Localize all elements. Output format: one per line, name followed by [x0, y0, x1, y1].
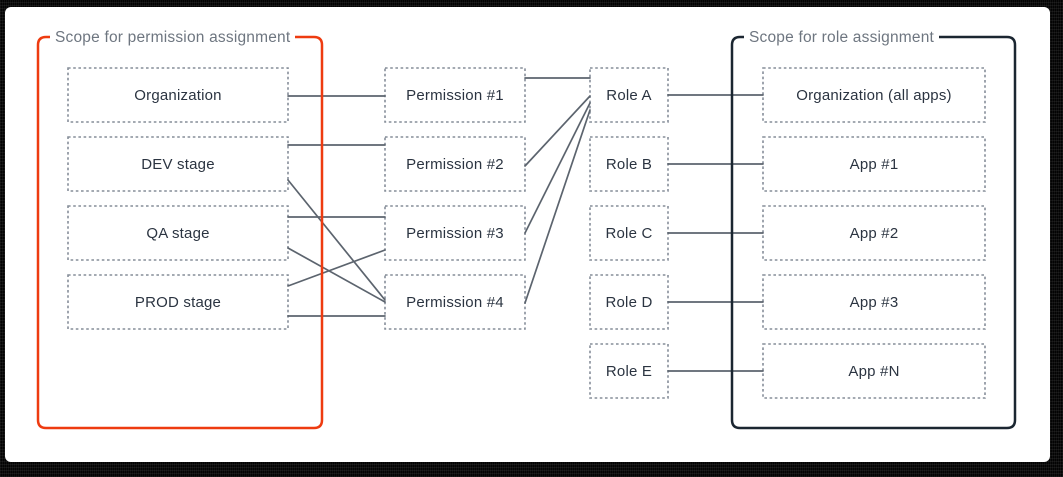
node-box-roleC [589, 205, 669, 261]
node-box-app1 [762, 136, 986, 192]
node-box-p2 [384, 136, 526, 192]
node-box-org_apps [762, 67, 986, 123]
permission-scope-title: Scope for permission assignment [50, 29, 296, 47]
node-box-app3 [762, 274, 986, 330]
node-box-roleE [589, 343, 669, 399]
node-box-organization [67, 67, 289, 123]
edge-dev-p4 [287, 179, 386, 301]
node-box-p3 [384, 205, 526, 261]
node-box-p4 [384, 274, 526, 330]
node-box-app2 [762, 205, 986, 261]
node-box-dev [67, 136, 289, 192]
edge-p2-roleA [524, 95, 591, 167]
edge-p4-roleA [524, 109, 591, 304]
edge-p3-roleA [524, 102, 591, 234]
node-box-prod [67, 274, 289, 330]
role-scope-bracket [730, 35, 1017, 430]
node-box-p1 [384, 67, 526, 123]
node-box-roleA [589, 67, 669, 123]
permission-scope-bracket [36, 35, 324, 430]
edge-prod-p3 [287, 249, 386, 287]
node-box-qa [67, 205, 289, 261]
node-box-roleD [589, 274, 669, 330]
edge-qa-p4 [287, 247, 386, 303]
role-scope-title: Scope for role assignment [744, 29, 940, 47]
node-box-roleB [589, 136, 669, 192]
node-box-appN [762, 343, 986, 399]
